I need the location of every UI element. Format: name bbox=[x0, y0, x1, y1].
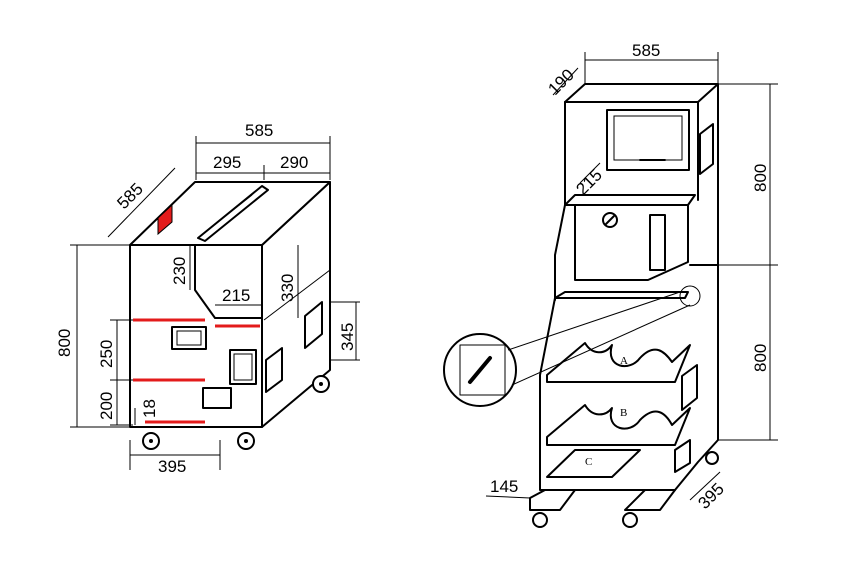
front-handle-recess bbox=[171, 326, 207, 350]
right-dimension-lines bbox=[485, 52, 778, 501]
label-rack-a: A bbox=[620, 355, 628, 367]
open-case-top bbox=[564, 83, 719, 103]
case-top-face bbox=[129, 181, 331, 246]
cable-port bbox=[602, 212, 618, 228]
dim-slot: 215 bbox=[222, 286, 250, 305]
lower-side-handle bbox=[681, 364, 698, 411]
base-front bbox=[529, 489, 576, 511]
dim-upper-height: 800 bbox=[751, 164, 770, 192]
base-back bbox=[624, 489, 676, 511]
dim-side-panel: 345 bbox=[338, 323, 357, 351]
label-tray-c: C bbox=[585, 456, 592, 468]
left-dimension-lines bbox=[70, 136, 360, 470]
side-handle-2 bbox=[265, 347, 283, 393]
top-latch bbox=[157, 203, 173, 236]
side-handle-1 bbox=[304, 301, 323, 349]
open-case-view: 585 190 215 800 800 145 395 A B C bbox=[443, 41, 778, 528]
upper-shelf bbox=[564, 194, 696, 206]
upper-side-handle bbox=[699, 123, 714, 175]
mid-divider bbox=[554, 291, 689, 299]
dim-right-upper: 330 bbox=[278, 274, 297, 302]
dim-depth: 585 bbox=[113, 179, 146, 212]
wheel-back bbox=[705, 451, 719, 465]
front-lock-recess bbox=[229, 349, 257, 385]
dim-base-width: 395 bbox=[158, 457, 186, 476]
dim-open-top-width: 585 bbox=[632, 41, 660, 60]
dim-base-depth: 395 bbox=[694, 479, 727, 512]
rack-a bbox=[546, 342, 691, 383]
dim-step: 145 bbox=[490, 477, 518, 496]
dim-small: 18 bbox=[140, 399, 159, 418]
dim-height: 800 bbox=[55, 329, 74, 357]
monitor bbox=[606, 109, 690, 171]
wheel-front bbox=[532, 512, 548, 528]
label-rack-b: B bbox=[620, 407, 627, 419]
dim-top-left: 295 bbox=[213, 153, 241, 172]
dim-open-shelf: 215 bbox=[572, 165, 605, 198]
lid-split-line bbox=[194, 244, 263, 319]
dim-lower-upper: 250 bbox=[97, 340, 116, 368]
dim-lower-height: 800 bbox=[751, 344, 770, 372]
dim-top-right: 290 bbox=[280, 153, 308, 172]
rack-b bbox=[546, 404, 691, 446]
open-case-outline bbox=[539, 83, 719, 491]
dim-lower-lower: 200 bbox=[97, 392, 116, 420]
tray-c bbox=[546, 449, 641, 478]
dim-top-width: 585 bbox=[245, 121, 273, 140]
closed-case-view: 585 295 290 585 800 230 330 215 250 200 … bbox=[55, 121, 360, 476]
wheel-middle bbox=[622, 512, 638, 528]
dim-upper-section: 230 bbox=[170, 257, 189, 285]
front-lower-panel bbox=[202, 387, 232, 409]
